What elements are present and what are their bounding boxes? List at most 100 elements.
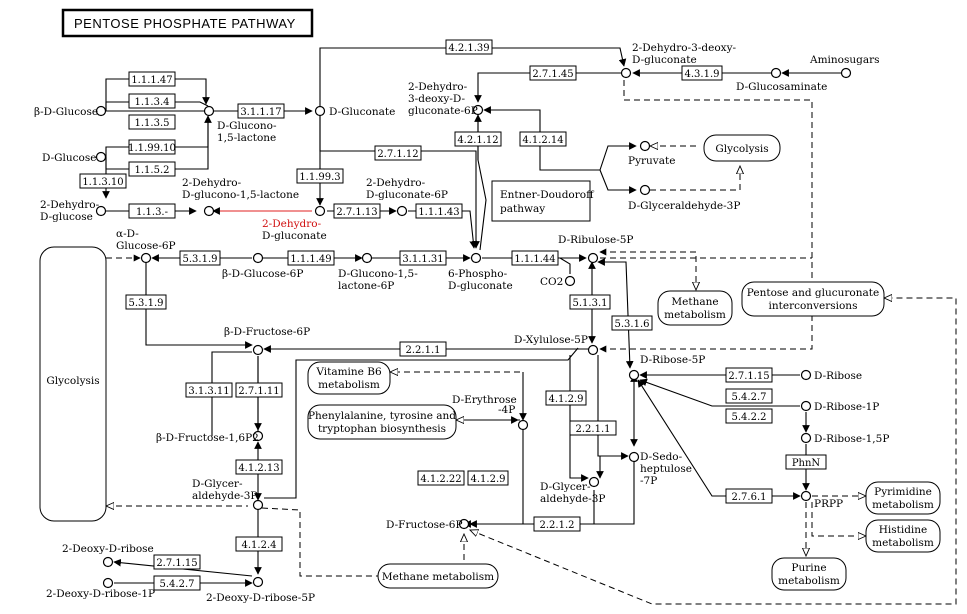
compound-d-ribose-1p[interactable]: [800, 400, 812, 412]
map-glycolysis-top[interactable]: Glycolysis: [703, 134, 781, 162]
compound-dehydro-glucono-lactone[interactable]: [203, 205, 215, 217]
enzyme-4.2.1.12[interactable]: 4.2.1.12: [454, 131, 502, 147]
compound-glyceraldehyde-3p[interactable]: [639, 184, 651, 196]
enzyme-4.1.2.14[interactable]: 4.1.2.14: [519, 131, 567, 147]
enzyme-phnn[interactable]: PhnN: [785, 454, 827, 470]
enzyme-5.4.2.7-a[interactable]: 5.4.2.7: [725, 388, 773, 404]
enzyme-4.1.2.13[interactable]: 4.1.2.13: [235, 459, 283, 475]
enzyme-1.1.3.4[interactable]: 1.1.3.4: [128, 93, 176, 109]
compound-kdpg[interactable]: [472, 104, 484, 116]
enzyme-3.1.1.31[interactable]: 3.1.1.31: [399, 250, 447, 266]
svg-text:4.1.2.9: 4.1.2.9: [549, 394, 584, 405]
compound-d-glucosaminate[interactable]: [770, 67, 782, 79]
compound-erythrose-4p[interactable]: [517, 419, 529, 431]
compound-phospho-gluconate[interactable]: [470, 252, 482, 264]
compound-beta-d-glucose[interactable]: [95, 105, 107, 117]
compound-ribose-5p[interactable]: [628, 369, 640, 381]
compound-glyceraldehyde-3p-mid[interactable]: [588, 476, 600, 488]
enzyme-4.1.2.22[interactable]: 4.1.2.22: [417, 470, 465, 486]
enzyme-2.7.1.15-a[interactable]: 2.7.1.15: [725, 367, 773, 383]
enzyme-1.1.3.5[interactable]: 1.1.3.5: [128, 114, 176, 130]
compound-sedoheptulose[interactable]: [628, 451, 640, 463]
compound-deoxy-ribose-1p[interactable]: [102, 577, 114, 589]
compound-d-fructose-6p[interactable]: [458, 518, 470, 530]
map-pentose-glucuronate[interactable]: Pentose and glucuronate interconversions: [741, 281, 885, 317]
enzyme-4.3.1.9[interactable]: 4.3.1.9: [681, 65, 723, 81]
svg-text:metabolism: metabolism: [318, 379, 380, 391]
label-glyceraldehyde-3p-left-2: aldehyde-3P: [192, 490, 257, 502]
enzyme-2.7.1.12[interactable]: 2.7.1.12: [374, 145, 422, 161]
compound-dehydro-glucose[interactable]: [95, 205, 107, 217]
compound-fructose-16p2[interactable]: [252, 430, 264, 442]
label-dehydro-gluconate-6p-1: 2-Dehydro-: [366, 177, 426, 189]
label-phospho-gluconate-1: 6-Phospho-: [448, 268, 508, 280]
enzyme-1.1.99.3[interactable]: 1.1.99.3: [296, 168, 344, 184]
enzyme-4.1.2.9-b[interactable]: 4.1.2.9: [467, 470, 509, 486]
enzyme-2.7.1.13[interactable]: 2.7.1.13: [333, 203, 381, 219]
enzyme-2.2.1.2[interactable]: 2.2.1.2: [533, 516, 581, 532]
enzyme-1.1.1.44[interactable]: 1.1.1.44: [511, 250, 559, 266]
enzyme-4.1.2.4[interactable]: 4.1.2.4: [235, 536, 283, 552]
compound-alpha-glucose-6p[interactable]: [140, 252, 152, 264]
map-purine[interactable]: Purine metabolism: [771, 557, 847, 591]
map-methane-small[interactable]: Methane metabolism: [657, 290, 733, 326]
compound-aminosugars[interactable]: [840, 67, 852, 79]
label-dehydro-glucono-lactone-1: 2-Dehydro-: [182, 177, 242, 189]
enzyme-5.3.1.9-b[interactable]: 5.3.1.9: [125, 294, 167, 310]
enzyme-1.1.1.47[interactable]: 1.1.1.47: [128, 71, 176, 87]
map-glycolysis-left[interactable]: Glycolysis: [39, 246, 107, 522]
enzyme-1.1.5.2[interactable]: 1.1.5.2: [128, 161, 176, 177]
compound-co2[interactable]: [564, 275, 576, 287]
enzyme-2.7.6.1[interactable]: 2.7.6.1: [725, 488, 773, 504]
compound-glucono-lactone[interactable]: [203, 105, 215, 117]
compound-prpp[interactable]: [800, 490, 812, 502]
enzyme-5.3.1.9-a[interactable]: 5.3.1.9: [179, 250, 221, 266]
compound-pyruvate[interactable]: [639, 140, 651, 152]
compound-dehydro-d-gluconate[interactable]: [314, 205, 326, 217]
compound-glyceraldehyde-3p-left[interactable]: [252, 499, 264, 511]
enzyme-2.2.1.1-a[interactable]: 2.2.1.1: [399, 341, 447, 357]
enzyme-1.1.99.10[interactable]: 1.1.99.10: [128, 139, 176, 155]
enzyme-1.1.3.10[interactable]: 1.1.3.10: [79, 173, 127, 189]
label-glucono-lactone-2: 1,5-lactone: [217, 132, 276, 144]
compound-dehydro-gluconate-6p[interactable]: [396, 205, 408, 217]
enzyme-3.1.1.17[interactable]: 3.1.1.17: [237, 103, 285, 119]
enzyme-2.7.1.15-b[interactable]: 2.7.1.15: [153, 554, 201, 570]
compound-beta-fructose-6p[interactable]: [252, 344, 264, 356]
compound-glucono-lactone-6p[interactable]: [361, 252, 373, 264]
enzyme-3.1.3.11[interactable]: 3.1.3.11: [185, 382, 233, 398]
enzyme-4.2.1.39[interactable]: 4.2.1.39: [445, 39, 493, 55]
compound-dehydro-deoxy-gluconate[interactable]: [620, 67, 632, 79]
label-d-ribose-15p: D-Ribose-1,5P: [814, 433, 889, 445]
map-phenylalanine[interactable]: Phenylalanine, tyrosine and tryptophan b…: [307, 404, 457, 440]
enzyme-1.1.3.-[interactable]: 1.1.3.-: [128, 203, 176, 219]
enzyme-5.4.2.7-b[interactable]: 5.4.2.7: [153, 575, 201, 591]
compound-deoxy-ribose[interactable]: [102, 556, 114, 568]
svg-text:2.2.1.1: 2.2.1.1: [576, 424, 611, 435]
compound-d-glucose[interactable]: [95, 151, 107, 163]
compound-xylulose-5p[interactable]: [587, 344, 599, 356]
compound-beta-glucose-6p[interactable]: [252, 252, 264, 264]
map-vitamin-b6[interactable]: Vitamine B6 metabolism: [307, 361, 391, 395]
compound-d-ribose-15p[interactable]: [800, 432, 812, 444]
compound-deoxy-ribose-5p[interactable]: [252, 576, 264, 588]
compound-d-gluconate[interactable]: [314, 105, 326, 117]
entner-doudoroff-box[interactable]: Entner-Doudoroff pathway: [491, 180, 595, 222]
enzyme-4.1.2.9-a[interactable]: 4.1.2.9: [545, 390, 587, 406]
enzyme-1.1.1.49[interactable]: 1.1.1.49: [287, 250, 335, 266]
enzyme-2.7.1.45[interactable]: 2.7.1.45: [529, 65, 577, 81]
map-methane-bottom[interactable]: Methane metabolism: [377, 563, 499, 589]
label-dehydro-deoxy-gluconate-2: D-gluconate: [632, 54, 697, 66]
enzyme-1.1.1.43[interactable]: 1.1.1.43: [415, 203, 463, 219]
svg-text:Glycolysis: Glycolysis: [715, 143, 768, 155]
map-histidine[interactable]: Histidine metabolism: [865, 519, 941, 553]
compound-ribulose-5p[interactable]: [587, 252, 599, 264]
enzyme-2.2.1.1-b[interactable]: 2.2.1.1: [569, 420, 617, 436]
compound-d-ribose[interactable]: [800, 369, 812, 381]
enzyme-5.3.1.6[interactable]: 5.3.1.6: [611, 315, 653, 331]
enzyme-5.1.3.1[interactable]: 5.1.3.1: [569, 294, 611, 310]
enzyme-2.7.1.11[interactable]: 2.7.1.11: [235, 382, 283, 398]
enzyme-5.4.2.2[interactable]: 5.4.2.2: [725, 408, 773, 424]
map-pyrimidine[interactable]: Pyrimidine metabolism: [865, 481, 941, 515]
svg-text:2.7.1.12: 2.7.1.12: [377, 149, 418, 160]
